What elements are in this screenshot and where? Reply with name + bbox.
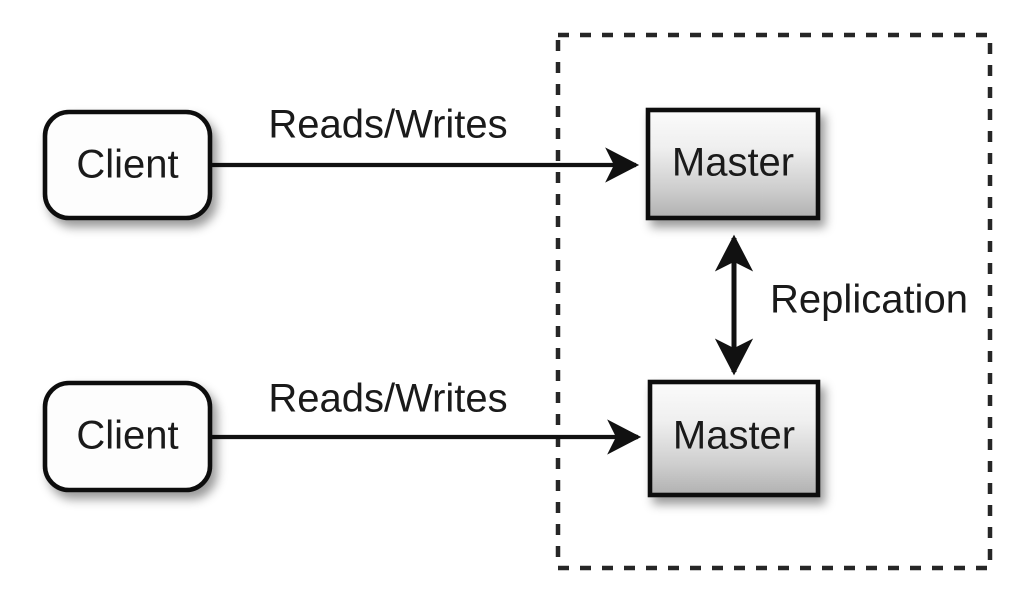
node-client-top[interactable]: Client: [42, 109, 213, 221]
master-bottom-label: Master: [673, 414, 795, 458]
master-top-label: Master: [672, 141, 794, 185]
node-client-bottom[interactable]: Client: [42, 380, 213, 493]
edge-reads-writes-bottom: Reads/Writes: [210, 377, 642, 455]
client-top-shape[interactable]: [42, 109, 213, 221]
node-master-top[interactable]: Master: [645, 107, 821, 221]
edge-label-replication: Replication: [770, 278, 968, 322]
edge-label-reads-writes-top: Reads/Writes: [268, 103, 507, 147]
edge-label-reads-writes-bottom: Reads/Writes: [268, 377, 507, 421]
node-master-bottom[interactable]: Master: [647, 379, 821, 498]
master-top-shape[interactable]: [645, 107, 821, 221]
client-bottom-label: Client: [76, 414, 178, 458]
client-top-label: Client: [76, 143, 178, 187]
edge-replication: Replication: [714, 234, 968, 376]
edge-reads-writes-top: Reads/Writes: [210, 103, 640, 183]
master-bottom-shape[interactable]: [647, 379, 821, 498]
client-bottom-shape[interactable]: [42, 380, 213, 493]
